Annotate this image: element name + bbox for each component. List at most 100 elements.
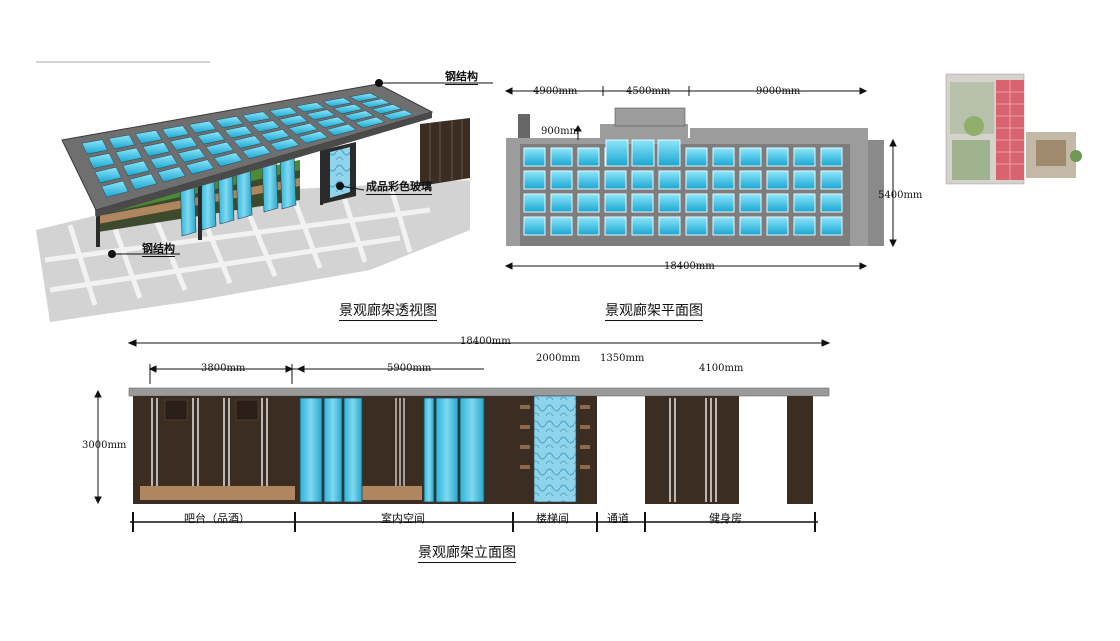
roof-glass-cell bbox=[260, 129, 291, 142]
plan-glass-cell bbox=[523, 193, 546, 213]
glass-fins bbox=[179, 152, 297, 237]
roof-glass-cell bbox=[298, 131, 329, 144]
elev-dim-4100: 4100mm bbox=[699, 363, 744, 374]
plan-glass-cell bbox=[820, 147, 843, 167]
plan-title: 景观廊架平面图 bbox=[605, 300, 703, 321]
plan-glass-cell bbox=[685, 216, 708, 236]
plan-glass-cell bbox=[685, 147, 708, 167]
roof-glass-cell bbox=[135, 130, 163, 144]
roof-glass-cell bbox=[129, 173, 158, 190]
plan-slab-top bbox=[600, 124, 688, 140]
plan-glass-cell bbox=[631, 170, 654, 190]
plan-glass-cell bbox=[550, 147, 573, 167]
plan-post bbox=[518, 114, 530, 138]
perspective-callout-lines bbox=[108, 79, 493, 258]
plan-glass-grid bbox=[523, 139, 843, 236]
plan-glass-cell bbox=[820, 193, 843, 213]
elev-dim-18400: 18400mm bbox=[460, 336, 511, 347]
roof-glass-cell bbox=[349, 92, 380, 102]
plan-glass-cell bbox=[820, 216, 843, 236]
plan-dim-9000: 9000mm bbox=[756, 86, 801, 97]
roof-glass-cell bbox=[322, 97, 353, 107]
roof-glass-cell bbox=[197, 131, 226, 145]
perspective-title-text: 景观廊架透视图 bbox=[339, 303, 437, 321]
plan-glass-cell bbox=[577, 170, 600, 190]
plan-glass-cell bbox=[550, 193, 573, 213]
roof-glass-cell bbox=[371, 104, 403, 115]
elev-glass-doors bbox=[299, 397, 485, 503]
roof-glass-cell bbox=[354, 116, 386, 129]
plan-glass-cell bbox=[766, 193, 789, 213]
plan-view bbox=[506, 107, 884, 246]
zone-label-bar: 吧台（品酒） bbox=[184, 512, 250, 525]
plan-glass-cell bbox=[577, 147, 600, 167]
plan-glass-cell bbox=[577, 193, 600, 213]
elev-bar-counter bbox=[140, 486, 295, 500]
plan-glass-cell bbox=[658, 170, 681, 190]
roof-glass-cell bbox=[382, 109, 414, 121]
roof-glass-cell bbox=[122, 160, 150, 177]
plan-glass-cell bbox=[631, 216, 654, 236]
plan-glass-cell bbox=[577, 216, 600, 236]
plan-glass-cell bbox=[712, 193, 735, 213]
plan-glass-cell bbox=[712, 147, 735, 167]
plan-glass-cell bbox=[739, 170, 762, 190]
roof-glass-cell bbox=[326, 123, 357, 136]
roof-glass-cell bbox=[157, 166, 186, 183]
elev-dim-3800: 3800mm bbox=[201, 363, 246, 374]
roof-glass-cell bbox=[270, 138, 300, 152]
roof-glass-cell bbox=[142, 142, 171, 157]
plan-glass-cell bbox=[739, 193, 762, 213]
plan-glass-cell bbox=[685, 193, 708, 213]
zone-label-stair: 楼梯间 bbox=[536, 512, 569, 525]
roof-glass-cell bbox=[360, 98, 392, 108]
roof-glass-cell bbox=[213, 152, 243, 167]
roof-glass-cell bbox=[81, 139, 108, 155]
roof-glass-cell bbox=[177, 148, 206, 163]
plan-glass-cell bbox=[739, 216, 762, 236]
plan-title-text: 景观廊架平面图 bbox=[605, 303, 703, 321]
perspective-title: 景观廊架透视图 bbox=[339, 300, 437, 321]
decor-glass-panel bbox=[330, 147, 350, 198]
plan-glass-cell bbox=[766, 147, 789, 167]
roof-glass-cell bbox=[108, 134, 136, 150]
elev-gym-wall bbox=[645, 396, 739, 504]
plan-dimensions bbox=[504, 86, 897, 270]
elev-dim-3000: 3000mm bbox=[82, 440, 127, 451]
roof-glass-cell bbox=[115, 147, 143, 163]
site-map-thumbnail bbox=[945, 73, 1082, 185]
plan-glass-cell bbox=[604, 170, 627, 190]
roof-glass-cell bbox=[288, 123, 319, 135]
plan-glass-cell bbox=[685, 170, 708, 190]
plan-slab-right bbox=[690, 128, 868, 140]
plan-dim-4500: 4500mm bbox=[626, 86, 671, 97]
plan-glass-cell bbox=[739, 147, 762, 167]
elev-dim-2000: 2000mm bbox=[536, 353, 581, 364]
plan-glass-cell bbox=[631, 193, 654, 213]
plan-glass-cell bbox=[712, 216, 735, 236]
roof-glass-cell bbox=[295, 102, 326, 113]
plan-glass-cell bbox=[793, 147, 816, 167]
elev-dim-5900: 5900mm bbox=[387, 363, 432, 374]
roof-glass-cell bbox=[185, 159, 215, 175]
callout-steel-structure-bottom: 钢结构 bbox=[142, 242, 175, 257]
plan-glass-cell bbox=[523, 216, 546, 236]
plan-right-step bbox=[868, 140, 884, 246]
plan-glass-cell bbox=[631, 139, 655, 167]
elevation-title-text: 景观廊架立面图 bbox=[418, 545, 516, 563]
zone-label-indoor: 室内空间 bbox=[381, 512, 425, 525]
plan-glass-cell bbox=[793, 193, 816, 213]
roof-glass-cell bbox=[316, 116, 347, 128]
roof-glass-cell bbox=[94, 166, 122, 184]
perspective-view bbox=[36, 83, 470, 322]
plan-dim-4900: 4900mm bbox=[533, 86, 578, 97]
elevation-view bbox=[128, 387, 830, 504]
plan-dim-900: 900mm bbox=[541, 126, 580, 137]
callout-colored-glass: 成品彩色玻璃 bbox=[366, 180, 432, 195]
elev-roof-band bbox=[128, 387, 830, 397]
plan-glass-cell bbox=[793, 170, 816, 190]
roof-glass-cell bbox=[205, 141, 234, 156]
plan-glass-cell bbox=[766, 170, 789, 190]
plan-glass-cell bbox=[605, 139, 629, 167]
roof-glass-cell bbox=[278, 114, 309, 127]
